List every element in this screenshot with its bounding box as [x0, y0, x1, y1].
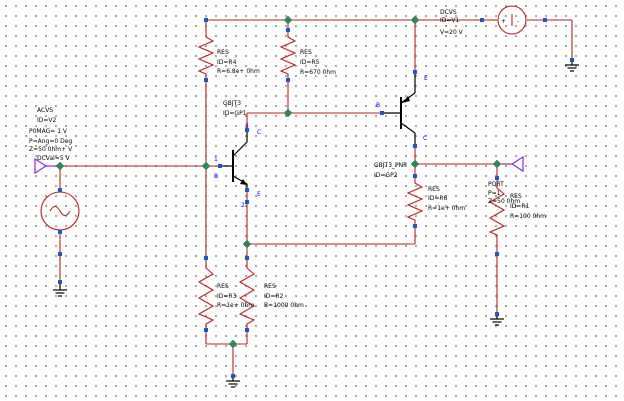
v1-minus-sign: -	[517, 18, 519, 25]
r5-labels: RES ID=R5 R=670 0hm	[300, 49, 336, 76]
r4-id-label: ID=R4	[217, 59, 237, 66]
v1-value-label: V=20 V	[440, 29, 464, 36]
v2-type-label: ACVS	[37, 107, 53, 114]
v2-labels: ACVS ID=V2 P0MAG= 1 V P=Ang=0 Deg Z=50 0…	[29, 107, 73, 162]
resistor-r6[interactable]	[406, 176, 424, 226]
gp1-id-label: ID=GP1	[223, 110, 247, 117]
v2-param-line-1: P0MAG= 1 V	[29, 128, 68, 135]
r3-labels: RES ID=R3 R=1e+ 0hm	[217, 283, 254, 309]
v1-type-label: DCVS	[440, 9, 457, 16]
r1-labels: RES ID=R1 R=100 0hm	[510, 193, 546, 220]
pnp-transistor-gp2[interactable]	[382, 72, 416, 146]
port-type-label: PORT	[488, 181, 504, 188]
r3-id-label: ID=R3	[217, 293, 237, 300]
v1-id-label: ID=V1	[440, 17, 460, 24]
r6-labels: RES ID=R6 R=1e+ 0hm	[428, 186, 465, 212]
ground-symbol-v2	[53, 282, 67, 297]
r2-id-label: ID=R2	[264, 293, 284, 300]
dc-voltage-source-v1[interactable]: + -	[482, 5, 545, 35]
port-labels: PORT P=1 Z=50 0hm	[488, 181, 520, 205]
gp1-pin3-label: 3	[245, 123, 249, 130]
v1-labels: DCVS ID=V1 V=20 V	[440, 9, 464, 36]
gp1-b-label: B	[214, 173, 218, 180]
gp1-c-label: C	[257, 129, 261, 136]
r1-value-label: R=100 0hm	[510, 213, 546, 220]
resistor-r1[interactable]	[488, 178, 506, 238]
pin-terminals	[58, 18, 574, 378]
gp2-c-label: C	[423, 135, 427, 142]
resistor-r2[interactable]	[238, 258, 256, 330]
port-id-label: P=1	[488, 190, 501, 197]
gp1-pin1-label: 1	[214, 156, 218, 163]
r5-value-label: R=670 0hm	[300, 69, 336, 76]
gp2-e-label: E	[424, 75, 428, 82]
output-port-terminal[interactable]	[510, 155, 524, 173]
v1-plus-sign: +	[501, 18, 506, 25]
r3-type-label: RES	[217, 283, 229, 290]
v2-id-label: ID=V2	[37, 117, 57, 124]
r2-labels: RES ID=R2 R=1000 0hm	[264, 283, 304, 309]
gp1-pin2-label: 2	[241, 202, 245, 209]
r5-type-label: RES	[300, 49, 312, 56]
junction-nodes	[55, 15, 502, 349]
input-port-terminal[interactable]	[34, 157, 48, 175]
r2-type-label: RES	[264, 283, 276, 290]
r1-id-label: ID=R1	[510, 203, 530, 210]
v2-param-line-2: P=Ang=0 Deg	[29, 138, 72, 145]
r4-labels: RES ID=R4 R=6.8e+ 0hm	[217, 49, 260, 75]
r1-type-label: RES	[510, 193, 522, 200]
resistor-r4[interactable]	[197, 30, 215, 80]
gp2-type-label: GBJT3_PNP	[374, 162, 407, 169]
r6-value-label: R=1e+ 0hm	[428, 205, 465, 212]
gp2-id-label: ID=GP2	[374, 172, 398, 179]
r2-value-label: R=1000 0hm	[264, 302, 304, 309]
gp1-e-label: E	[257, 191, 261, 198]
resistor-r5[interactable]	[279, 30, 297, 80]
r5-id-label: ID=R5	[300, 59, 320, 66]
gp1-labels: GBJT3 ID=GP1 3 C 1 B 2 E	[214, 100, 261, 209]
npn-transistor-gp1[interactable]	[220, 130, 248, 190]
resistor-r3[interactable]	[197, 258, 215, 330]
v2-param-line-3: Z=50 0hm+ V	[29, 146, 73, 153]
r3-value-label: R=1e+ 0hm	[217, 302, 254, 309]
gp2-labels: B E C GBJT3_PNP ID=GP2	[374, 75, 428, 179]
r6-type-label: RES	[428, 186, 440, 193]
r6-id-label: ID=R6	[428, 195, 448, 202]
r4-type-label: RES	[217, 49, 229, 56]
gp2-b-label: B	[376, 102, 380, 109]
ac-voltage-source-v2[interactable]	[40, 191, 80, 231]
v2-param-line-4: DCVal=5 V	[37, 155, 71, 162]
port-value-label: Z=50 0hm	[488, 198, 520, 205]
r4-value-label: R=6.8e+ 0hm	[217, 68, 260, 75]
gp1-type-label: GBJT3	[223, 100, 241, 107]
